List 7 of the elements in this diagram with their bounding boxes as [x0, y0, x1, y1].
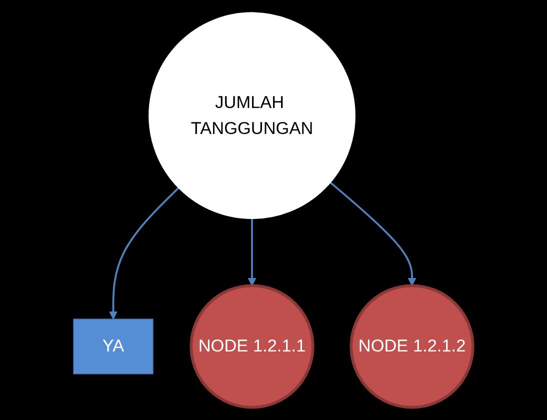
arrow [109, 187, 180, 320]
node-box: YA [73, 318, 154, 374]
node-circle: JUMLAH TANGGUNGAN [148, 12, 356, 220]
arrow [248, 218, 256, 286]
node-circle: NODE 1.2.1.2 [350, 284, 475, 409]
node-circle: NODE 1.2.1.1 [190, 284, 315, 409]
arrow [330, 182, 416, 286]
